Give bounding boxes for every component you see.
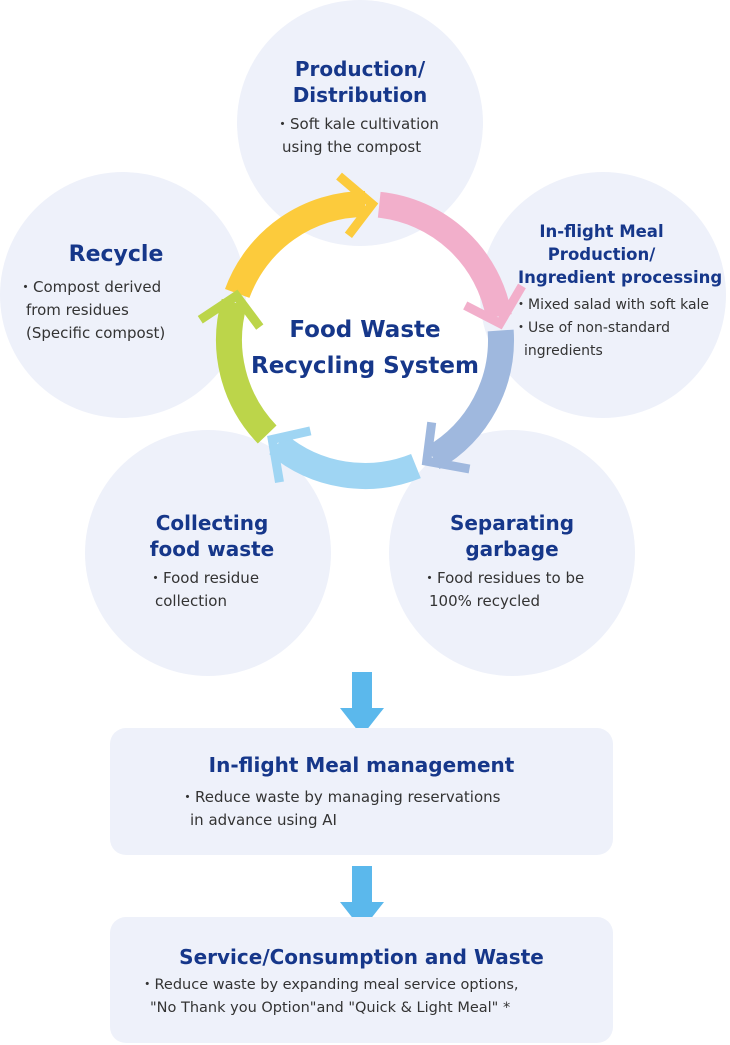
stage-circle-separating [389, 430, 635, 676]
service-bullet: ・Reduce waste by expanding meal service … [140, 977, 519, 993]
stage-recycle: Recycle ・Compost derived from residues (… [18, 242, 218, 345]
recycling-cycle-arrows [197, 172, 526, 489]
down-arrow-icon [340, 672, 384, 736]
stage-title: Distribution [292, 83, 428, 107]
cycle-arrowhead-lightblue [267, 426, 312, 484]
management-box: In-flight Meal management ・Reduce waste … [110, 728, 613, 855]
stage-title: food waste [149, 537, 275, 561]
service-bullet: "No Thank you Option"and "Quick & Light … [150, 1000, 511, 1016]
service-box: Service/Consumption and Waste ・Reduce wa… [110, 917, 613, 1043]
cycle-arrow-pink [377, 191, 512, 319]
stage-bullet: (Specific compost) [26, 324, 166, 342]
stage-bullet: ・Mixed salad with soft kale [514, 297, 710, 313]
stage-title: Collecting [155, 511, 269, 535]
stage-circle-collecting [85, 430, 331, 676]
cycle-arrowhead-yellow [336, 172, 379, 239]
management-bullet: in advance using AI [190, 811, 337, 829]
cycle-arrow-green [216, 298, 277, 444]
cycle-arrowhead-green [197, 289, 264, 330]
center-title-line1: Food Waste [289, 317, 441, 343]
stage-bullet: ingredients [524, 343, 603, 359]
stage-circle-recycle [0, 172, 246, 418]
stage-production: Production/ Distribution ・Soft kale cult… [260, 56, 460, 159]
stage-bullet: collection [155, 592, 227, 610]
stage-bullet: ・Use of non-standard [514, 320, 671, 336]
cycle-arrow-blue [426, 329, 514, 470]
cycle-arrow-yellow [224, 191, 366, 299]
management-title: In-flight Meal management [208, 753, 515, 777]
cycle-arrowhead-blue [421, 421, 471, 474]
stage-collecting: Collecting food waste ・Food residue coll… [112, 510, 312, 613]
stage-bullet: from residues [26, 301, 129, 319]
center-title: Food Waste Recycling System [215, 312, 515, 384]
stage-bullet: ・Compost derived [18, 278, 162, 296]
down-arrow-icon [340, 866, 384, 930]
stage-title: Ingredient processing [518, 268, 723, 287]
stage-title: Production/ [294, 57, 426, 81]
stage-title: Recycle [68, 242, 164, 267]
stage-title: Production/ [547, 245, 656, 264]
stage-bullet: ・Soft kale cultivation [275, 115, 439, 133]
stage-bullet: using the compost [282, 138, 422, 156]
cycle-arrow-lightblue [269, 434, 421, 489]
stage-bullet: ・Food residue [148, 569, 260, 587]
management-bullet: ・Reduce waste by managing reservations [180, 788, 501, 806]
center-title-line2: Recycling System [251, 353, 479, 379]
stage-title: Separating [449, 511, 575, 535]
cycle-arrowhead-pink [463, 283, 526, 330]
stage-title: garbage [465, 537, 559, 561]
stage-inflight: In-flight Meal Production/ Ingredient pr… [514, 220, 730, 363]
stage-bullet: ・Food residues to be [422, 569, 585, 587]
service-title: Service/Consumption and Waste [179, 945, 544, 969]
stage-separating: Separating garbage ・Food residues to be … [412, 510, 612, 613]
stage-title: In-flight Meal [539, 222, 664, 241]
stage-bullet: 100% recycled [429, 592, 541, 610]
